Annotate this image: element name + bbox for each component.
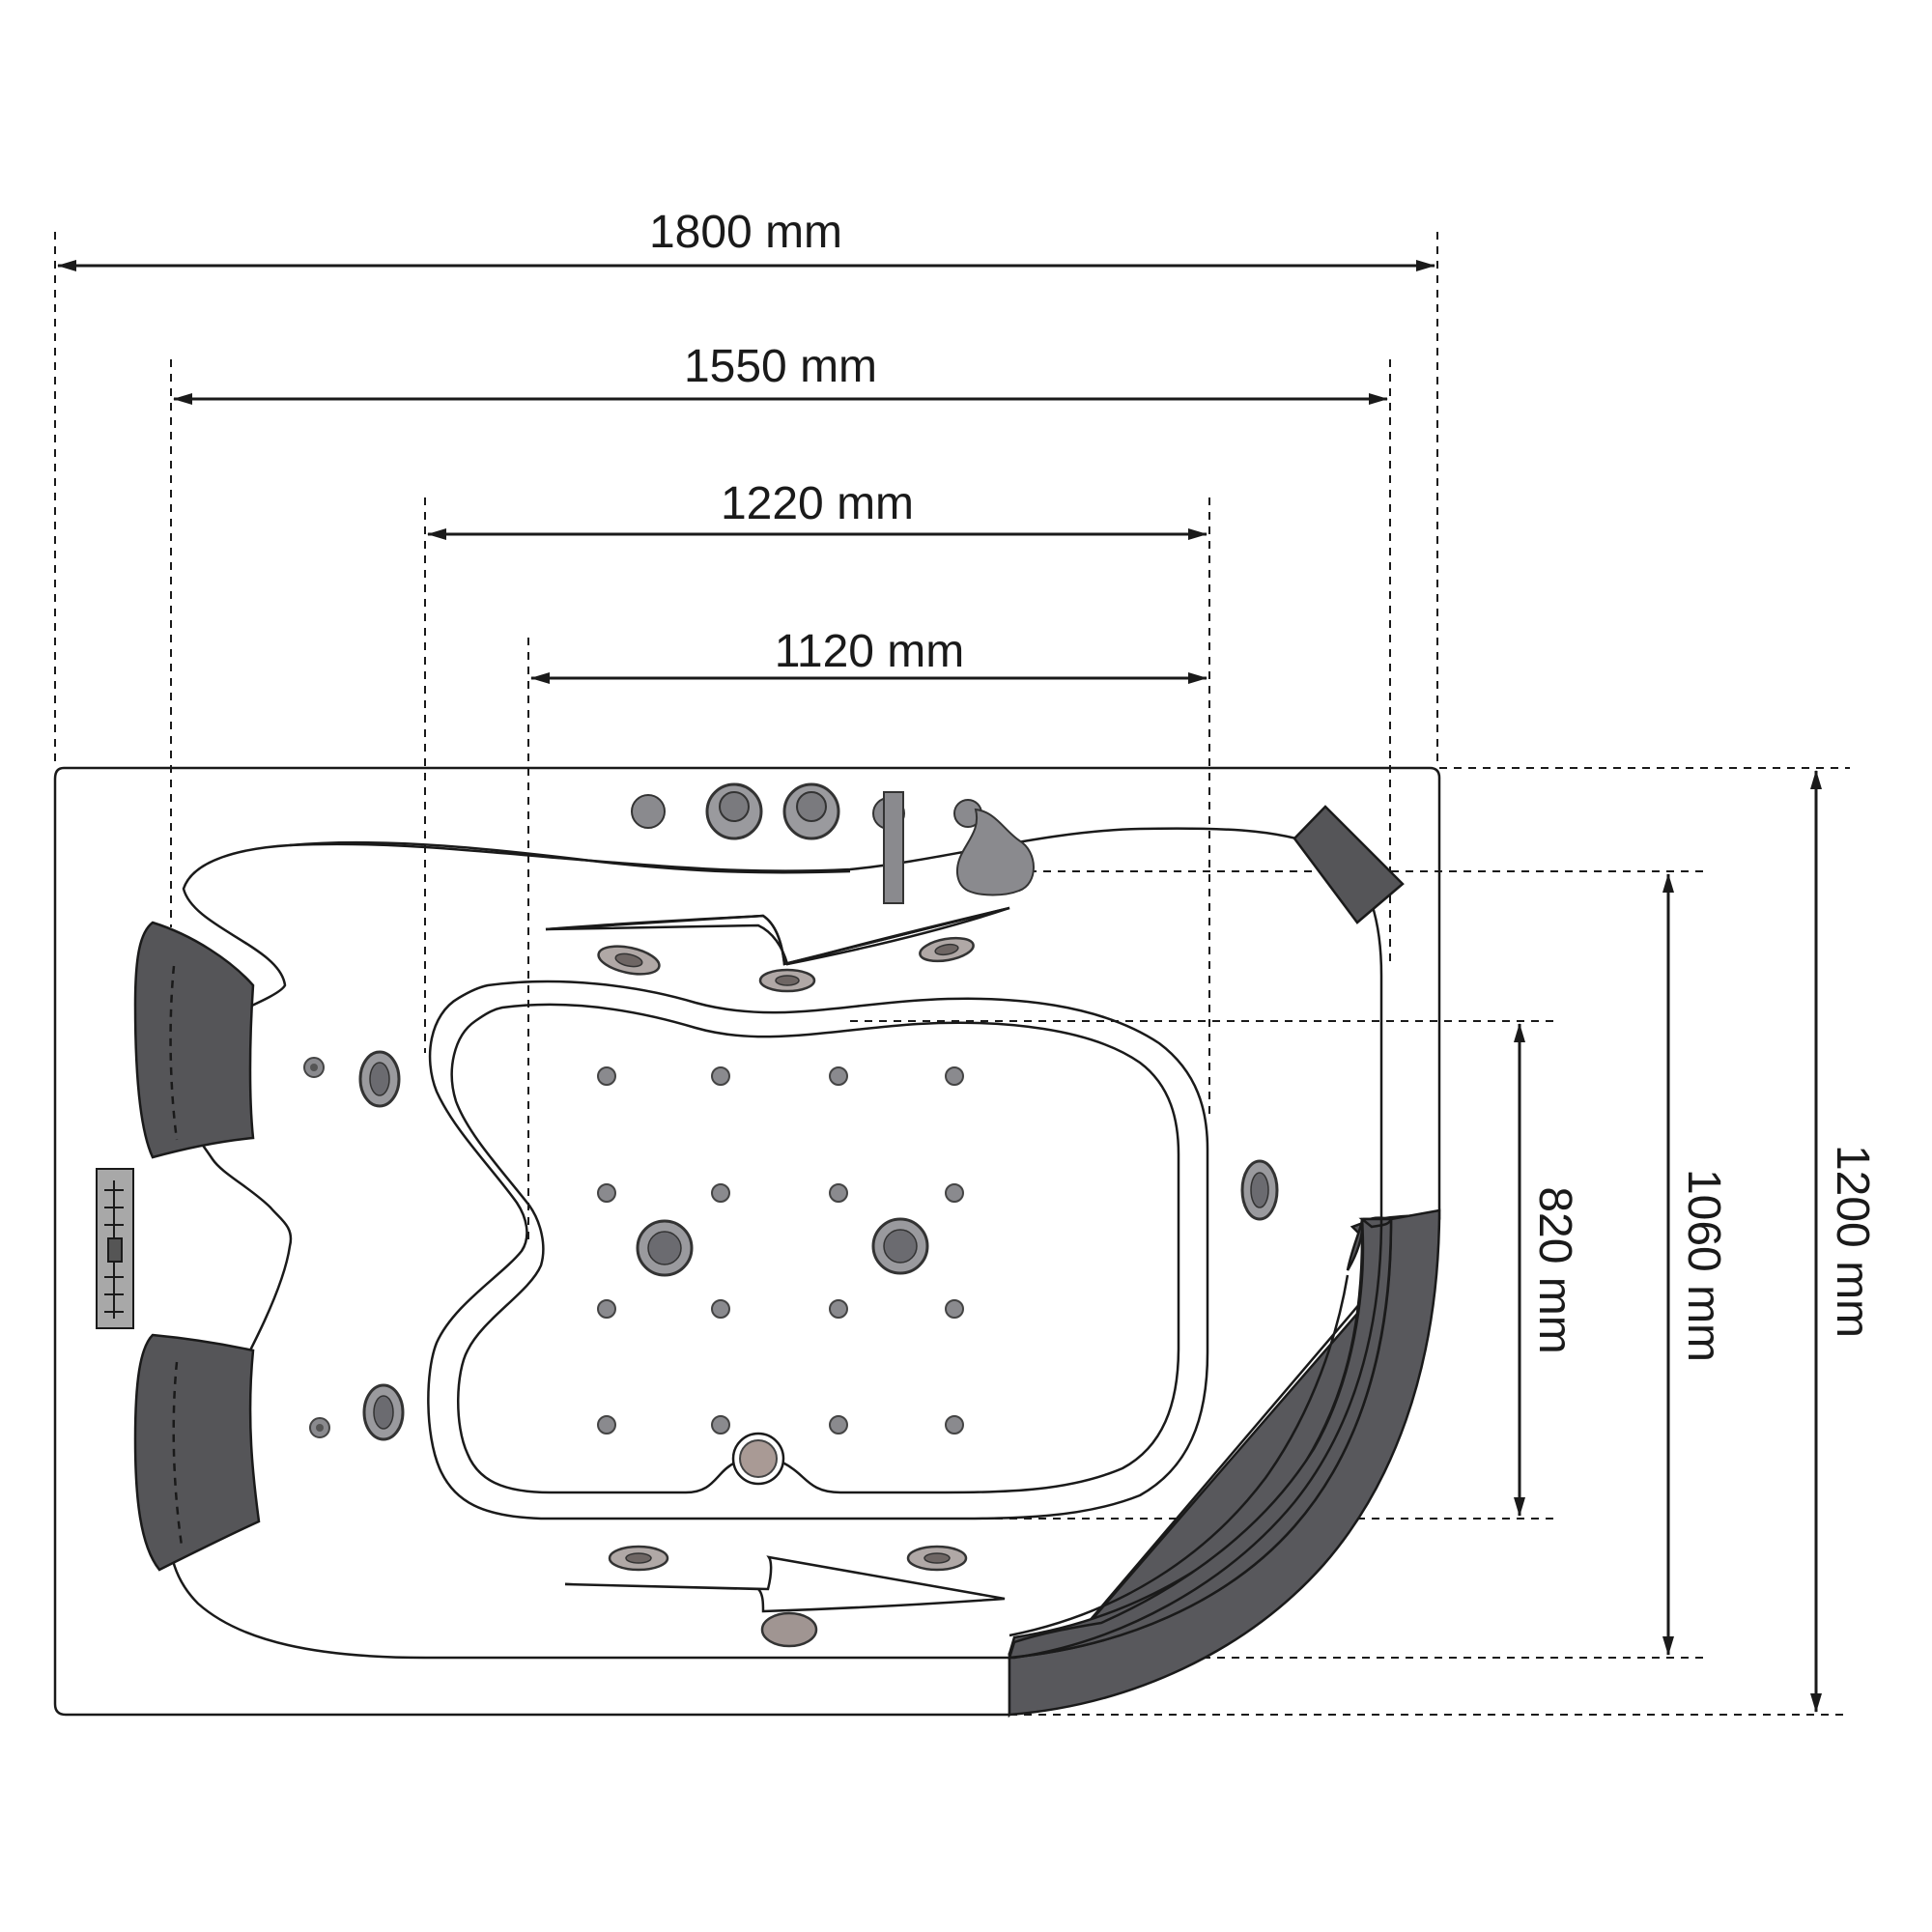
air-jet-icon <box>711 1183 730 1203</box>
air-jet-icon <box>597 1066 616 1086</box>
seat-jet-core <box>614 952 643 968</box>
inner-basin-inner <box>450 1003 1180 1494</box>
air-jet-icon <box>945 1066 964 1086</box>
floor-jet-core <box>647 1231 682 1265</box>
label-1060: 1060 mm <box>1678 1169 1729 1362</box>
corner-skirt-top <box>1358 1217 1393 1229</box>
air-jet-icon <box>597 1415 616 1435</box>
corner-skirt-cap <box>1346 1218 1364 1271</box>
headrest-lower <box>133 1333 261 1572</box>
corner-skirt-lip <box>1008 1217 1393 1660</box>
seat-jet-core <box>934 943 959 956</box>
air-jet-icon <box>711 1415 730 1435</box>
back-jet-core <box>369 1062 390 1096</box>
label-1200: 1200 mm <box>1827 1145 1878 1338</box>
drain <box>731 1432 785 1486</box>
label-1800: 1800 mm <box>649 207 842 258</box>
air-jet-icon <box>945 1415 964 1435</box>
headrest-upper-dash <box>169 965 179 1141</box>
dimension-labels: 1800 mm 1550 mm 1220 mm 1120 mm 820 mm 1… <box>649 207 1878 1362</box>
body-jets <box>303 936 1279 1648</box>
label-1550: 1550 mm <box>684 341 877 392</box>
control-display <box>107 1237 123 1263</box>
overflow-drain-icon <box>760 1611 818 1648</box>
side-jet-core <box>310 1064 318 1071</box>
faucet-spout-icon <box>883 791 904 904</box>
tub-outer-frame <box>53 766 1441 1717</box>
air-jet-icon <box>945 1299 964 1319</box>
label-1120: 1120 mm <box>775 626 965 677</box>
valve-handle-core <box>796 791 827 822</box>
valve-handle-core <box>719 791 750 822</box>
floor-jet-core <box>883 1229 918 1264</box>
headrest-upper <box>133 921 255 1159</box>
side-jet-core <box>316 1424 324 1432</box>
air-jet-icon <box>711 1299 730 1319</box>
inner-basin-outer <box>427 980 1209 1520</box>
right-slope-line <box>1009 1274 1350 1637</box>
air-jet-icon <box>829 1299 848 1319</box>
label-820: 820 mm <box>1529 1186 1580 1353</box>
dimension-lines <box>57 260 1822 1713</box>
armrest-upper-shape <box>545 906 1010 966</box>
air-jet-icon <box>945 1183 964 1203</box>
seat-jet-core <box>923 1552 951 1564</box>
headrest-lower-dash <box>172 1361 184 1547</box>
label-1220: 1220 mm <box>721 478 914 529</box>
seat-jet-core <box>625 1552 652 1564</box>
knob-icon <box>631 794 666 829</box>
neck-cushion <box>1293 805 1405 924</box>
shower-head-icon <box>955 808 1035 896</box>
side-jet-right-core <box>1250 1172 1269 1208</box>
air-jet-icon <box>597 1183 616 1203</box>
air-jet-icon <box>829 1066 848 1086</box>
tub-top-lip <box>289 840 851 874</box>
control-panel[interactable] <box>96 1168 134 1329</box>
air-jet-icon <box>829 1183 848 1203</box>
armrest-lower-shape <box>564 1555 1006 1613</box>
air-jet-icon <box>711 1066 730 1086</box>
back-jet-core <box>373 1395 394 1430</box>
air-jet-icon <box>597 1299 616 1319</box>
seat-jet-core <box>775 975 800 986</box>
fixtures <box>631 782 1035 904</box>
air-jet-icon <box>829 1415 848 1435</box>
